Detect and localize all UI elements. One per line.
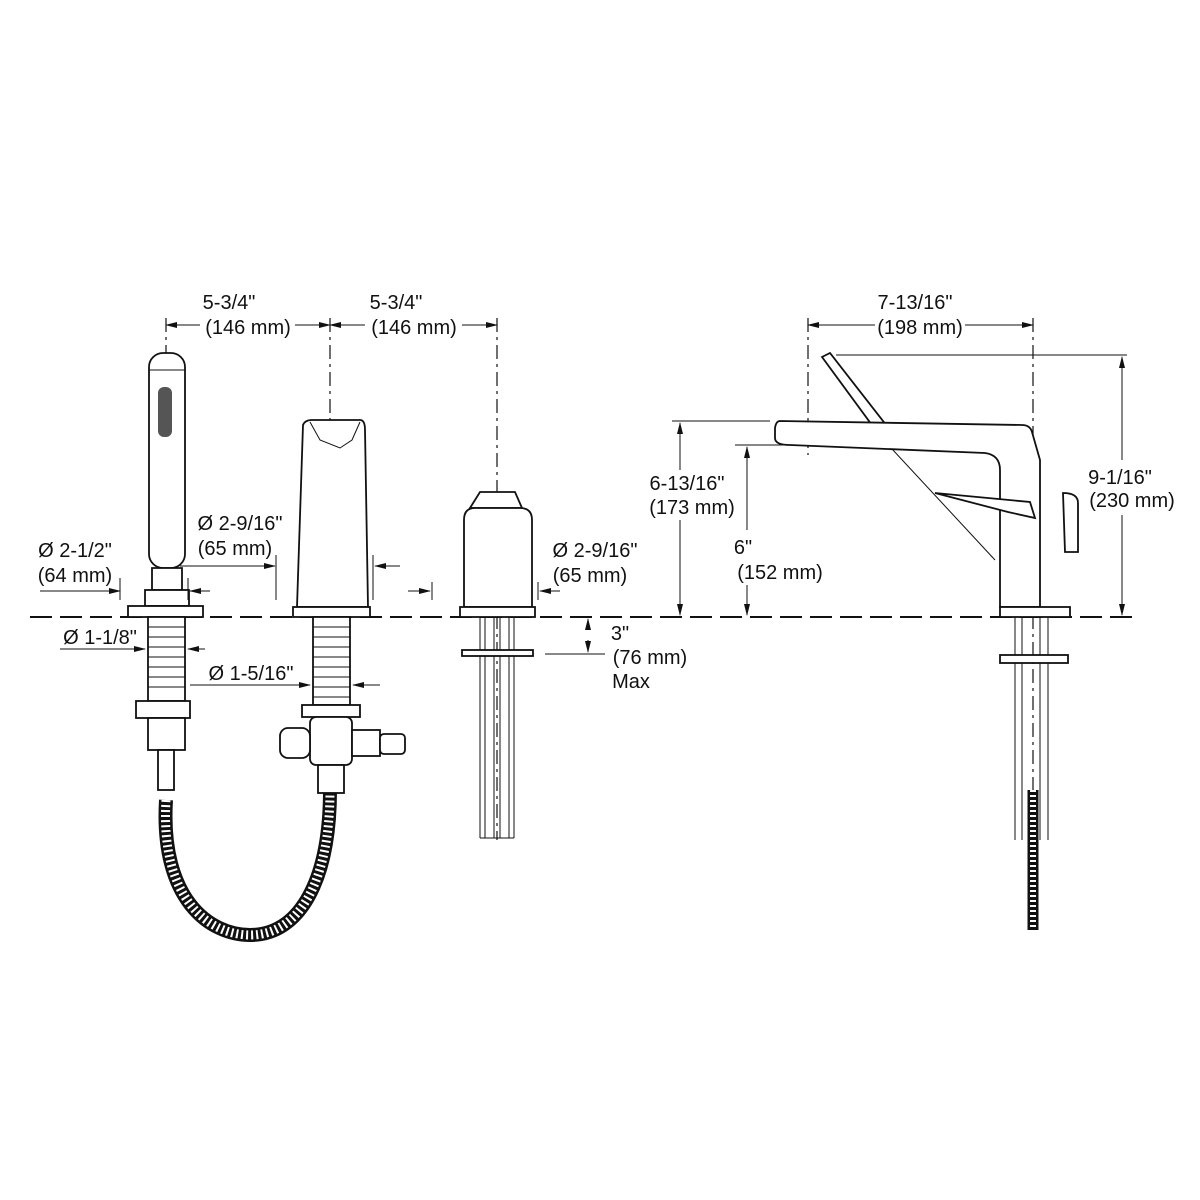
handshower-drawing (127, 352, 337, 943)
dimension-lines (40, 322, 1127, 688)
spout-height-in: 6-13/16" (650, 473, 725, 495)
spacing-2-mm: (146 mm) (371, 317, 457, 339)
handshower-base-dia-mm: (64 mm) (38, 565, 112, 587)
spacing-2-in: 5-3/4" (370, 292, 423, 314)
deck-thickness-in: 3" (611, 623, 629, 645)
valve-base-dia-in: Ø 2-9/16" (553, 540, 638, 562)
spacing-1-in: 5-3/4" (203, 292, 256, 314)
spacing-1-mm: (146 mm) (205, 317, 291, 339)
outlet-height-in: 6" (734, 537, 752, 559)
reach-mm: (198 mm) (877, 317, 963, 339)
deck-thickness-note: Max (612, 671, 650, 693)
spout-shank-dia: Ø 1-5/16" (209, 663, 294, 685)
valve-front-drawing (459, 491, 536, 839)
spout-height-mm: (173 mm) (649, 497, 735, 519)
reach-in: 7-13/16" (878, 292, 953, 314)
handshower-shank-dia: Ø 1-1/8" (63, 627, 137, 649)
handshower-base-dia-in: Ø 2-1/2" (38, 540, 112, 562)
deck-thickness-mm: (76 mm) (613, 647, 687, 669)
valve-base-dia-mm: (65 mm) (553, 565, 627, 587)
overall-height-mm: (230 mm) (1089, 490, 1175, 512)
spout-base-dia-mm: (65 mm) (198, 538, 272, 560)
spout-front-drawing (279, 419, 406, 794)
spout-base-dia-in: Ø 2-9/16" (198, 513, 283, 535)
overall-height-in: 9-1/16" (1088, 467, 1152, 489)
dimension-labels: 5-3/4" (146 mm) 5-3/4" (146 mm) Ø 2-1/2"… (38, 292, 1175, 693)
outlet-height-mm: (152 mm) (737, 562, 823, 584)
side-view-drawing (774, 351, 1079, 930)
